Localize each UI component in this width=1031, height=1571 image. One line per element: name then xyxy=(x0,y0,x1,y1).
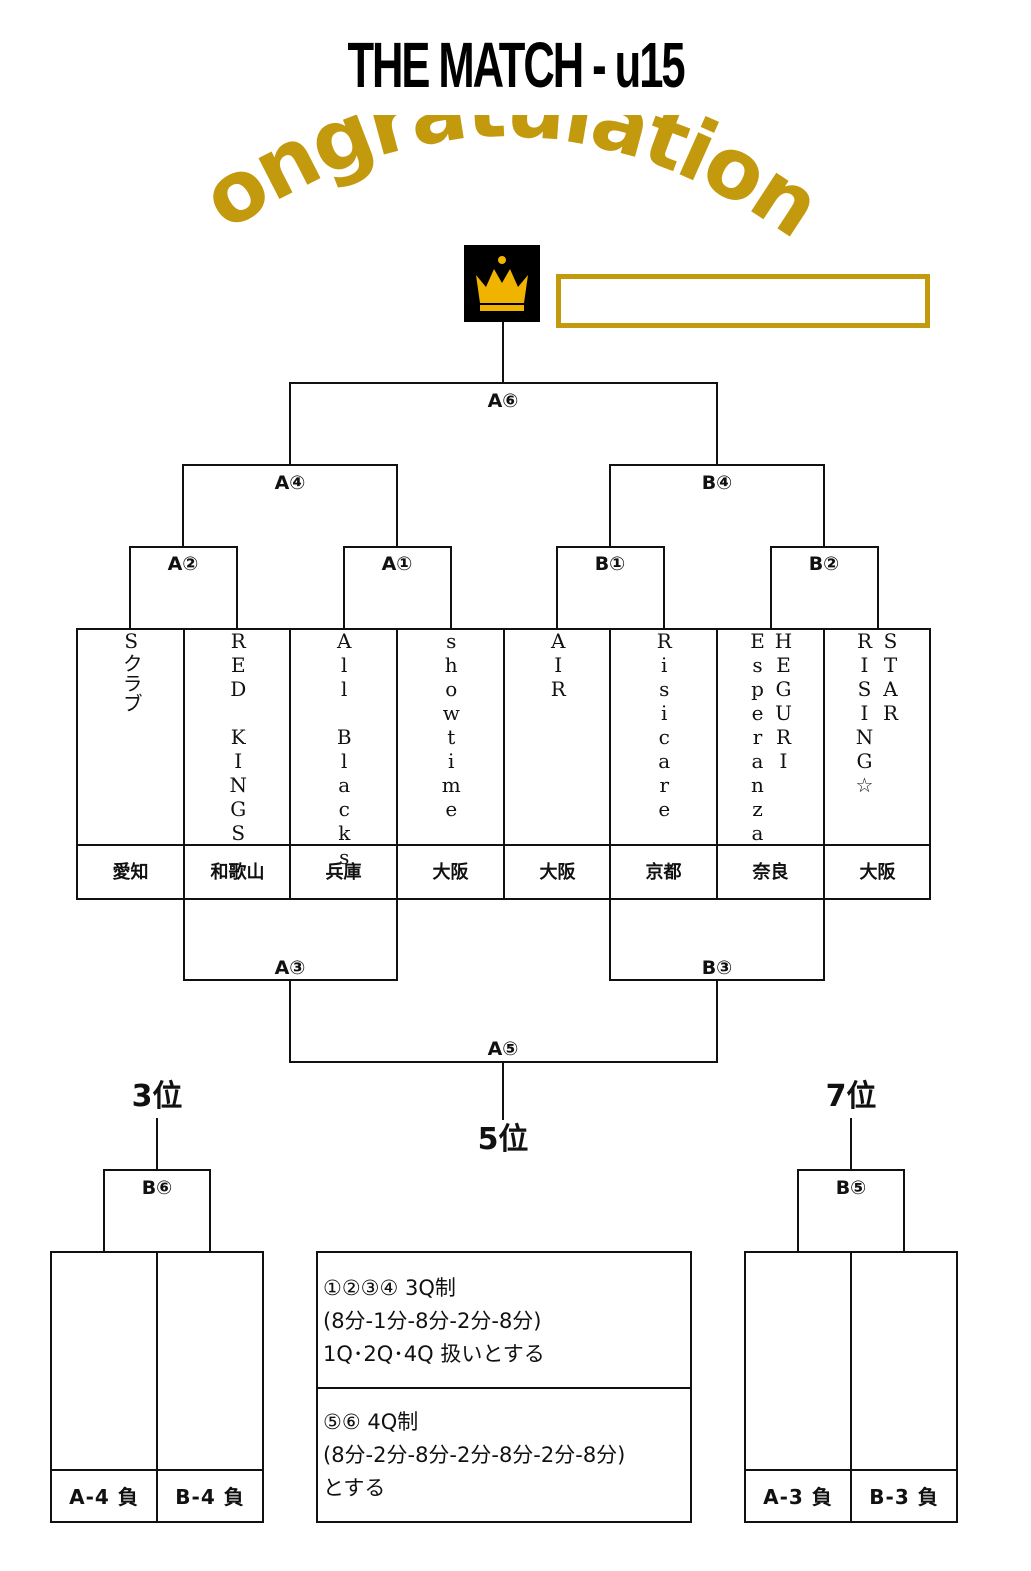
third-place-slot-left: A-4 負 xyxy=(69,1485,139,1509)
team-slot: RED KINGS xyxy=(184,629,291,845)
team-slot: showtime xyxy=(397,629,504,845)
seventh-place-slot-left: A-3 負 xyxy=(763,1485,833,1509)
rules-line: ⑤⑥ 4Q制 xyxy=(323,1410,419,1434)
team-prefecture: 大阪 xyxy=(432,862,469,883)
team-slot: Sクラブ xyxy=(77,629,184,845)
team-name: Risicare xyxy=(652,629,677,821)
rules-line: とする xyxy=(323,1476,386,1500)
rules-line: 1Q･2Q･4Q 扱いとする xyxy=(323,1342,545,1366)
team-slot: HEGURI Esperanza xyxy=(717,629,824,845)
team-prefecture: 愛知 xyxy=(112,862,149,883)
team-slot: Risicare xyxy=(610,629,717,845)
champion-name-box[interactable] xyxy=(556,274,930,328)
team-prefecture: 大阪 xyxy=(539,862,576,883)
team-slot: All Blacks xyxy=(290,629,397,869)
match-label-b6: B⑥ xyxy=(117,1177,197,1199)
match-label-b5: B⑤ xyxy=(811,1177,891,1199)
third-place-label: 3位 xyxy=(131,1079,183,1114)
page-title: THE MATCH - u15 xyxy=(347,29,685,101)
match-label-a3: A③ xyxy=(250,957,330,979)
team-prefecture: 和歌山 xyxy=(210,862,265,883)
team-slot: AIR xyxy=(504,629,611,845)
match-label-b4: B④ xyxy=(677,472,757,494)
team-name: showtime xyxy=(439,629,464,821)
match-label-b1: B① xyxy=(570,553,650,575)
team-prefecture: 大阪 xyxy=(859,862,896,883)
third-place-slot-right: B-4 負 xyxy=(175,1485,245,1509)
match-label-a1: A① xyxy=(357,553,437,575)
rules-line: (8分-1分-8分-2分-8分) xyxy=(323,1309,542,1333)
team-name: HEGURI Esperanza xyxy=(745,629,796,845)
team-slot: STAR RISING☆ xyxy=(824,629,931,845)
team-name: RED KINGS xyxy=(226,629,251,845)
match-label-a2: A② xyxy=(143,553,223,575)
fifth-place-label: 5位 xyxy=(477,1122,529,1157)
rules-line: (8分-2分-8分-2分-8分-2分-8分) xyxy=(323,1443,626,1467)
congratulations-banner: Congratulations xyxy=(0,115,839,255)
seventh-place-label: 7位 xyxy=(825,1079,877,1114)
team-prefecture: 奈良 xyxy=(752,862,789,883)
match-label-a5: A⑤ xyxy=(463,1038,543,1060)
match-label-a4: A④ xyxy=(250,472,330,494)
crown-icon xyxy=(464,245,540,322)
match-label-b2: B② xyxy=(784,553,864,575)
match-label-a6: A⑥ xyxy=(463,390,543,412)
team-name: All Blacks xyxy=(332,629,357,869)
team-name: Sクラブ xyxy=(119,629,144,713)
team-prefecture: 兵庫 xyxy=(325,862,362,883)
rules-line: ①②③④ 3Q制 xyxy=(323,1276,456,1300)
team-prefecture: 京都 xyxy=(645,862,682,883)
match-label-b3: B③ xyxy=(677,957,757,979)
seventh-place-slot-right: B-3 負 xyxy=(869,1485,939,1509)
team-name: AIR xyxy=(546,629,571,701)
team-name: STAR RISING☆ xyxy=(852,629,903,797)
